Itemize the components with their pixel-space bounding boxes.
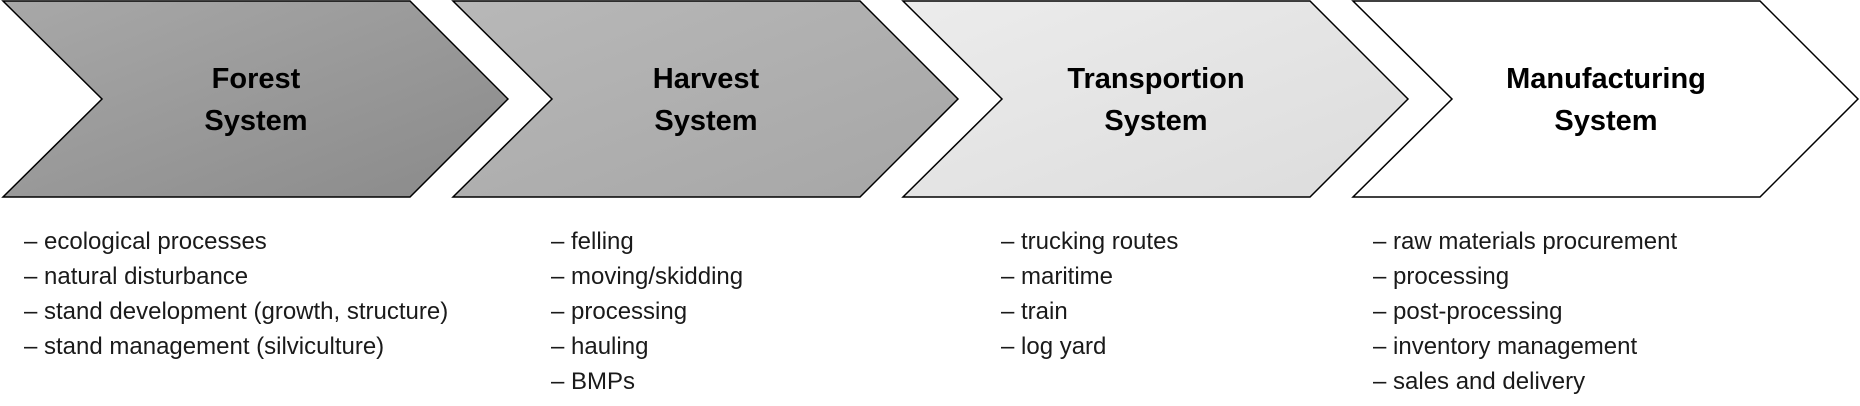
list-item: processing bbox=[1373, 259, 1677, 294]
stage-title-line2: System bbox=[1554, 105, 1658, 137]
list-item: stand development (growth, structure) bbox=[24, 294, 448, 329]
chevron-harvest-system bbox=[451, 0, 960, 198]
list-item: stand management (silviculture) bbox=[24, 329, 448, 364]
stage-title-transportion: Transportion System bbox=[976, 58, 1336, 142]
stage-title-harvest: Harvest System bbox=[526, 58, 886, 142]
chevron-transportion-system bbox=[901, 0, 1410, 198]
stage-title-line1: Transportion bbox=[1067, 63, 1245, 95]
stage-title-forest: Forest System bbox=[76, 58, 436, 142]
list-item: moving/skidding bbox=[551, 259, 743, 294]
stage-title-line2: System bbox=[654, 105, 758, 137]
transportion-system-list: trucking routes maritime train log yard bbox=[1001, 224, 1178, 364]
stage-title-line2: System bbox=[204, 105, 308, 137]
stage-title-line1: Harvest bbox=[652, 63, 760, 95]
list-item: processing bbox=[551, 294, 743, 329]
chevron-manufacturing-system bbox=[1351, 0, 1860, 198]
chevron-forest-system bbox=[1, 0, 510, 198]
stage-title-line2: System bbox=[1104, 105, 1208, 137]
list-item: felling bbox=[551, 224, 743, 259]
list-item: hauling bbox=[551, 329, 743, 364]
list-item: raw materials procurement bbox=[1373, 224, 1677, 259]
stage-title-line1: Manufacturing bbox=[1506, 63, 1706, 95]
list-item: post-processing bbox=[1373, 294, 1677, 329]
stage-title-manufacturing: Manufacturing System bbox=[1426, 58, 1786, 142]
list-item: sales and delivery bbox=[1373, 364, 1677, 399]
list-item: trucking routes bbox=[1001, 224, 1178, 259]
list-item: train bbox=[1001, 294, 1178, 329]
harvest-system-list: felling moving/skidding processing hauli… bbox=[551, 224, 743, 399]
list-item: maritime bbox=[1001, 259, 1178, 294]
forest-system-list: ecological processes natural disturbance… bbox=[24, 224, 448, 364]
list-item: BMPs bbox=[551, 364, 743, 399]
list-item: log yard bbox=[1001, 329, 1178, 364]
stage-title-line1: Forest bbox=[211, 63, 301, 95]
manufacturing-system-list: raw materials procurement processing pos… bbox=[1373, 224, 1677, 399]
list-item: ecological processes bbox=[24, 224, 448, 259]
list-item: natural disturbance bbox=[24, 259, 448, 294]
list-item: inventory management bbox=[1373, 329, 1677, 364]
